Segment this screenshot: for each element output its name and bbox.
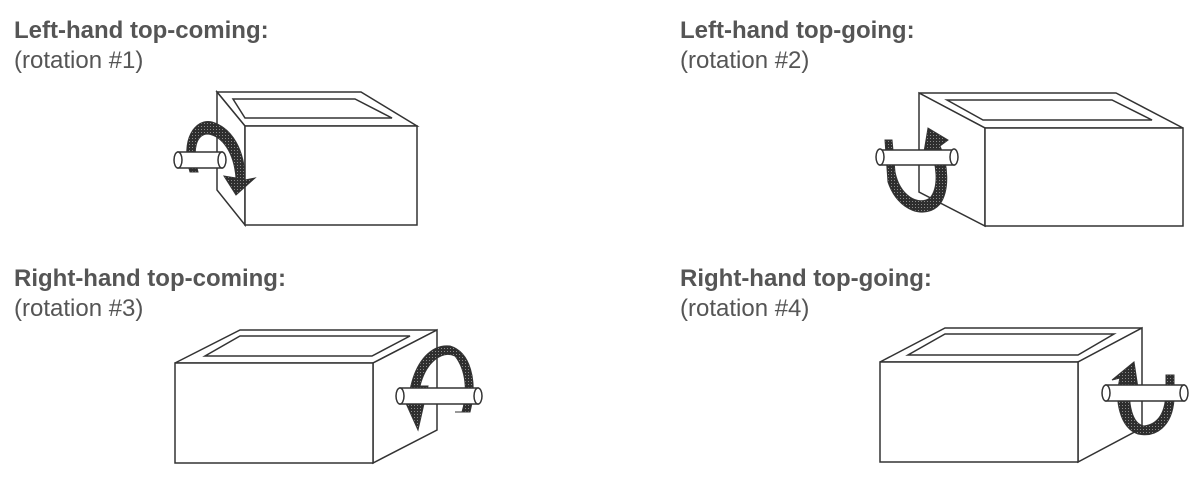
- gearbox-4: [879, 326, 1143, 464]
- panel-3-title: Right-hand top-coming:: [14, 265, 286, 292]
- panel-2-subtitle: (rotation #2): [680, 47, 810, 74]
- arrow-icon-rotation-1: [186, 121, 257, 196]
- gearbox-3: [174, 328, 438, 465]
- panel-2-title: Left-hand top-going:: [680, 17, 915, 44]
- arrow-icon-rotation-2: [884, 127, 949, 213]
- gearbox-1: [215, 89, 420, 228]
- panel-1-title: Left-hand top-coming:: [14, 17, 269, 44]
- shaft-2: [875, 148, 959, 166]
- panel-3-subtitle: (rotation #3): [14, 295, 144, 322]
- shaft-3: [395, 387, 483, 405]
- panel-4-title: Right-hand top-going:: [680, 265, 932, 292]
- arrow-icon-rotation-4: [1111, 361, 1175, 436]
- panel-4-subtitle: (rotation #4): [680, 295, 810, 322]
- shaft-1: [173, 151, 227, 169]
- gearbox-2: [918, 91, 1184, 228]
- shaft-4: [1101, 384, 1189, 402]
- panel-1-subtitle: (rotation #1): [14, 47, 144, 74]
